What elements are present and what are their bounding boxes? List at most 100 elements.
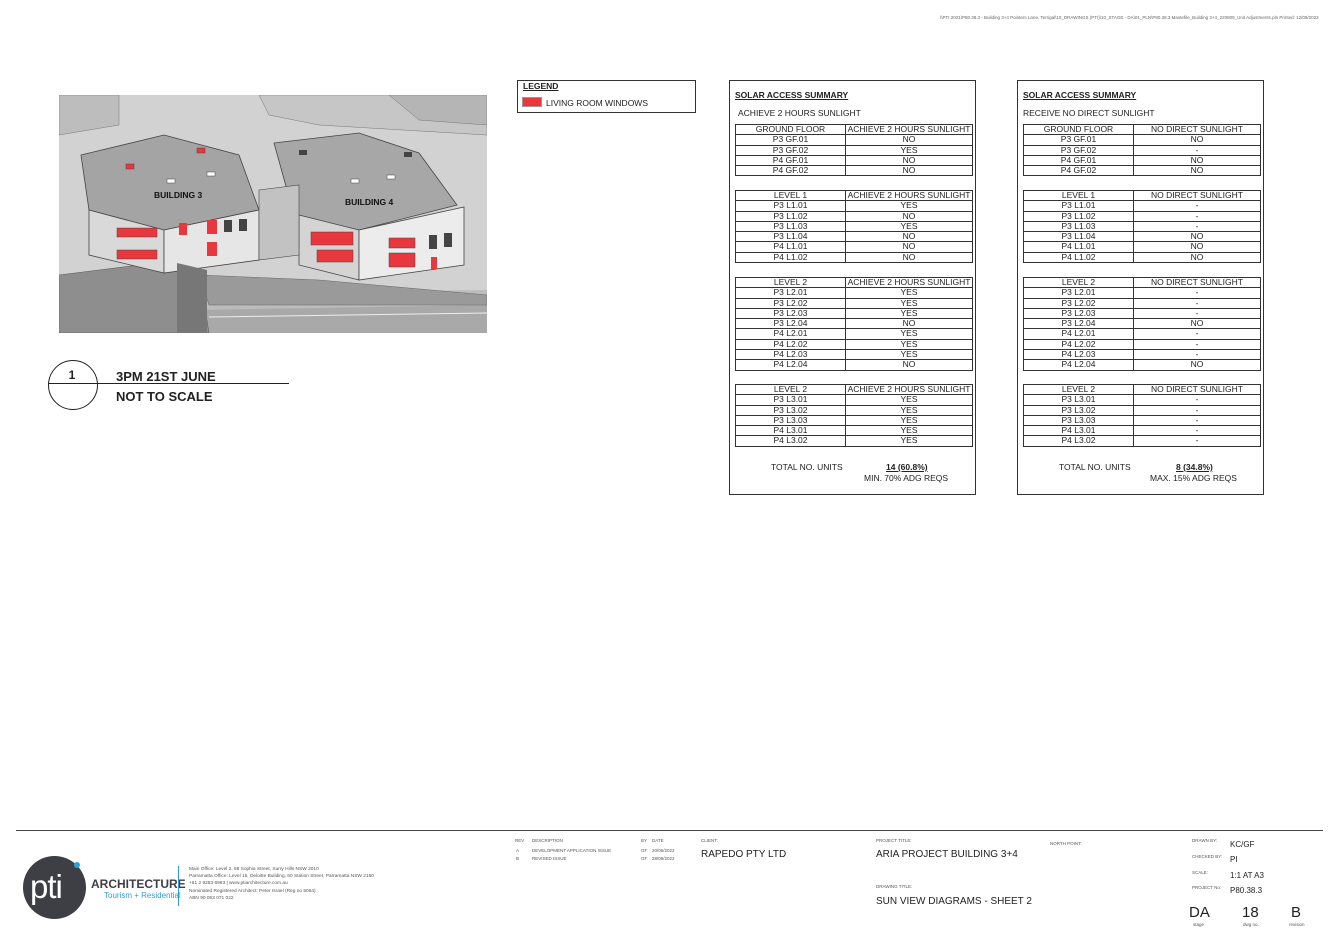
unit-id: P3 L3.01 <box>735 394 846 406</box>
unit-id: P3 L2.03 <box>1023 307 1134 320</box>
sunlight-status: NO <box>1133 231 1261 243</box>
unit-id: P4 L3.01 <box>735 425 846 437</box>
status-header: NO DIRECT SUNLIGHT <box>1133 123 1261 136</box>
sunlight-status: NO <box>1133 165 1261 177</box>
unit-id: P3 GF.01 <box>1023 134 1134 146</box>
sunlight-status: NO <box>1133 318 1261 330</box>
solar-achieve-total-label: TOTAL NO. UNITS <box>771 462 843 472</box>
unit-id: P3 GF.02 <box>1023 144 1134 156</box>
building-3-label: BUILDING 3 <box>154 190 202 200</box>
status-header: ACHIEVE 2 HOURS SUNLIGHT <box>845 276 973 289</box>
project-title-label: PROJECT TITLE: <box>876 838 912 843</box>
address-line-3: +61 2 9283 6963 | www.ptiarchitecture.co… <box>189 881 288 886</box>
sunlight-status: YES <box>845 144 973 156</box>
sunlight-status: YES <box>845 338 973 351</box>
revision-b-date: 28/09/2022 <box>652 856 675 861</box>
solar-achieve-title: SOLAR ACCESS SUMMARY <box>735 90 849 100</box>
unit-id: P4 GF.01 <box>735 154 846 167</box>
status-header: ACHIEVE 2 HOURS SUNLIGHT <box>845 189 973 202</box>
unit-id: P3 L1.03 <box>1023 220 1134 233</box>
sunlight-status: YES <box>845 220 973 233</box>
sunlight-status: NO <box>845 251 973 264</box>
unit-id: P3 L3.03 <box>1023 414 1134 427</box>
sunlight-status: - <box>1133 220 1261 233</box>
sunlight-status: NO <box>845 154 973 167</box>
view-number: 1 <box>68 368 76 382</box>
sunlight-status: NO <box>845 134 973 146</box>
unit-id: P4 L1.01 <box>1023 241 1134 253</box>
level-header: LEVEL 2 <box>735 276 846 289</box>
sunlight-status: YES <box>845 394 973 406</box>
table-row: P3 L1.01- <box>1023 200 1261 212</box>
view-number-bubble <box>48 360 98 410</box>
table-row: P4 L2.03- <box>1023 349 1261 361</box>
bubble-divider <box>48 383 96 384</box>
revision-b-code: B <box>516 856 520 861</box>
drawn-by: KC/GF <box>1230 840 1255 849</box>
sunlight-status: YES <box>845 349 973 361</box>
solar-nodirect-title: SOLAR ACCESS SUMMARY <box>1023 90 1137 100</box>
building-4-label: BUILDING 4 <box>345 197 393 207</box>
pti-logo-dot <box>74 862 80 868</box>
date-header: DATE <box>652 838 664 843</box>
sunlight-status: - <box>1133 394 1261 406</box>
unit-id: P4 L2.01 <box>1023 328 1134 340</box>
brand-name: ARCHITECTURE <box>91 877 186 891</box>
project-no-label: PROJECT No: <box>1192 885 1222 890</box>
revision-a-by: GF <box>641 848 648 853</box>
level-header: LEVEL 1 <box>1023 189 1134 202</box>
sunlight-status: YES <box>845 307 973 320</box>
status-header: NO DIRECT SUNLIGHT <box>1133 276 1261 289</box>
unit-id: P3 L1.01 <box>735 200 846 212</box>
title-block-rule <box>16 830 1323 831</box>
checked-by: PI <box>1230 855 1238 864</box>
level-header: GROUND FLOOR <box>735 123 846 136</box>
unit-id: P4 L1.01 <box>735 241 846 253</box>
sunlight-status: YES <box>845 425 973 437</box>
sunlight-status: NO <box>845 241 973 253</box>
sunlight-status: YES <box>845 328 973 340</box>
revision-a-desc: DEVELOPMENT APPLICATION ISSUE <box>532 848 612 853</box>
unit-id: P3 L1.02 <box>735 210 846 222</box>
unit-id: P3 L2.02 <box>735 297 846 309</box>
stage-code: DA <box>1189 904 1210 921</box>
table-row: P4 L3.02- <box>1023 435 1261 447</box>
pti-logo-text: pti <box>30 868 63 905</box>
scale-value: 1:1 AT A3 <box>1230 871 1264 880</box>
project-no: P80.38.3 <box>1230 886 1263 895</box>
table-row: P3 L1.02- <box>1023 210 1261 222</box>
unit-id: P3 L1.04 <box>735 231 846 243</box>
sunlight-status: - <box>1133 414 1261 427</box>
table-row: P3 L1.03- <box>1023 220 1261 233</box>
table-row: P4 L2.02- <box>1023 338 1261 351</box>
unit-id: P4 L2.04 <box>735 359 846 371</box>
client-label: CLIENT: <box>701 838 718 843</box>
unit-id: P3 L3.02 <box>1023 404 1134 416</box>
scale-label: SCALE: <box>1192 870 1209 875</box>
revision-a-code: A <box>516 848 520 853</box>
unit-id: P4 GF.02 <box>1023 165 1134 177</box>
sunlight-status: YES <box>845 287 973 299</box>
sunlight-status: NO <box>845 210 973 222</box>
sunlight-status: NO <box>845 165 973 177</box>
unit-id: P3 L2.03 <box>735 307 846 320</box>
north-point-label: NORTH POINT: <box>1050 841 1082 846</box>
solar-nodirect-total-value: 8 (34.8%) <box>1176 462 1213 472</box>
